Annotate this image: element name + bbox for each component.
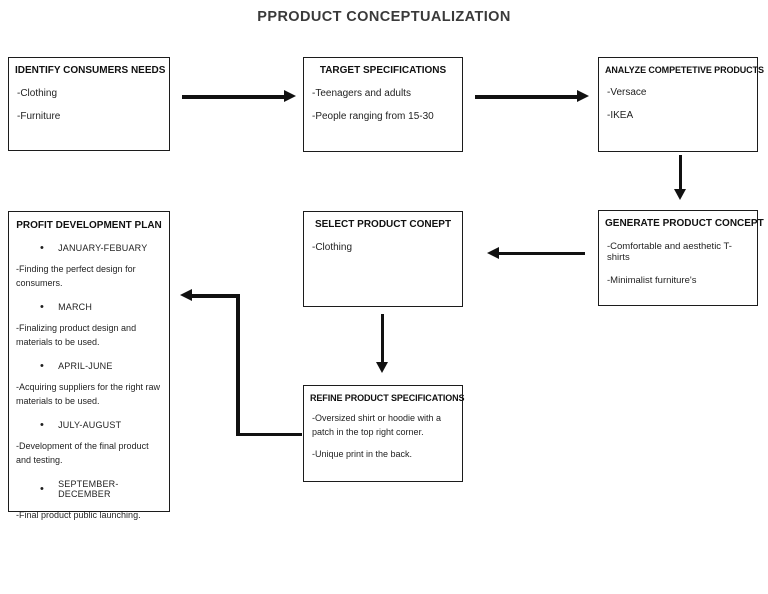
arrowhead-left-icon [487,246,499,259]
arrowhead-down-icon [376,362,388,373]
plan-detail: -Final product public launching. [16,510,141,520]
plan-milestone: • JANUARY-FEBUARY [16,241,162,254]
box-select-product-conept: SELECT PRODUCT CONEPT -Clothing [303,211,463,307]
box-line: -Minimalist furniture's [607,275,697,286]
bullet-icon: • [40,359,45,372]
box-line: -Oversized shirt or hoodie with a patch … [312,413,442,437]
box-line: -Teenagers and adults [312,88,411,99]
plan-milestone: • APRIL-JUNE [16,359,162,372]
box-line: -IKEA [607,110,634,121]
arrow-shaft [380,314,384,364]
arrowhead-down-icon [674,189,686,200]
arrow-shaft-vertical [236,294,240,436]
plan-milestone-label: APRIL-JUNE [58,361,113,371]
box-line: -People ranging from 15-30 [312,111,434,122]
plan-milestone: • JULY-AUGUST [16,418,162,431]
arrowhead-left-icon [180,289,192,302]
plan-milestone-label: MARCH [58,302,93,312]
arrow-shaft [182,95,286,99]
box-title: REFINE PRODUCT SPECIFICATIONS [310,393,465,403]
bullet-icon: • [40,418,45,431]
box-title: TARGET SPECIFICATIONS [319,65,447,76]
plan-milestone-label: JANUARY-FEBUARY [58,243,148,253]
plan-detail: -Finalizing product design and materials… [16,323,137,347]
box-target-specifications: TARGET SPECIFICATIONS -Teenagers and adu… [303,57,463,152]
box-line: -Clothing [312,242,353,253]
box-generate-product-concept: GENERATE PRODUCT CONCEPT -Comfortable an… [598,210,764,306]
arrow-shaft-bottom [236,432,302,436]
plan-milestone-label: SEPTEMBER-DECEMBER [58,479,119,499]
box-identify-consumers-needs: IDENTIFY CONSUMERS NEEDS -Clothing -Furn… [8,57,170,151]
box-line: -Versace [607,87,647,98]
arrow-shaft-top [191,294,239,298]
plan-detail: -Development of the final product and te… [16,441,149,465]
arrowhead-right-icon [577,90,589,102]
plan-milestone: • SEPTEMBER-DECEMBER [16,479,162,499]
box-analyze-competetive-products: ANALYZE COMPETETIVE PRODUCTS -Versace -I… [598,57,764,152]
bullet-icon: • [40,482,45,495]
arrowhead-right-icon [284,90,296,102]
plan-milestone-label: JULY-AUGUST [58,420,122,430]
box-title: GENERATE PRODUCT CONCEPT [605,218,764,229]
plan-detail: -Acquiring suppliers for the right raw m… [16,382,161,406]
box-title: IDENTIFY CONSUMERS NEEDS [15,65,166,76]
arrow-shaft [475,95,579,99]
box-line: -Unique print in the back. [312,449,413,459]
box-line: -Furniture [17,111,61,122]
arrow-shaft [498,251,585,255]
box-profit-development-plan: PROFIT DEVELOPMENT PLAN • JANUARY-FEBUAR… [8,211,170,520]
box-title: PROFIT DEVELOPMENT PLAN [16,220,162,231]
page-title: PPRODUCT CONCEPTUALIZATION [257,9,511,25]
box-line: -Comfortable and aesthetic T-shirts [607,241,732,263]
plan-detail: -Finding the perfect design for consumer… [16,264,136,288]
box-title: SELECT PRODUCT CONEPT [314,219,452,230]
arrow-shaft [678,155,682,191]
plan-milestone: • MARCH [16,300,162,313]
bullet-icon: • [40,241,45,254]
box-refine-product-specifications: REFINE PRODUCT SPECIFICATIONS -Oversized… [303,385,465,482]
box-title: ANALYZE COMPETETIVE PRODUCTS [605,65,764,75]
bullet-icon: • [40,300,45,313]
box-line: -Clothing [17,88,58,99]
